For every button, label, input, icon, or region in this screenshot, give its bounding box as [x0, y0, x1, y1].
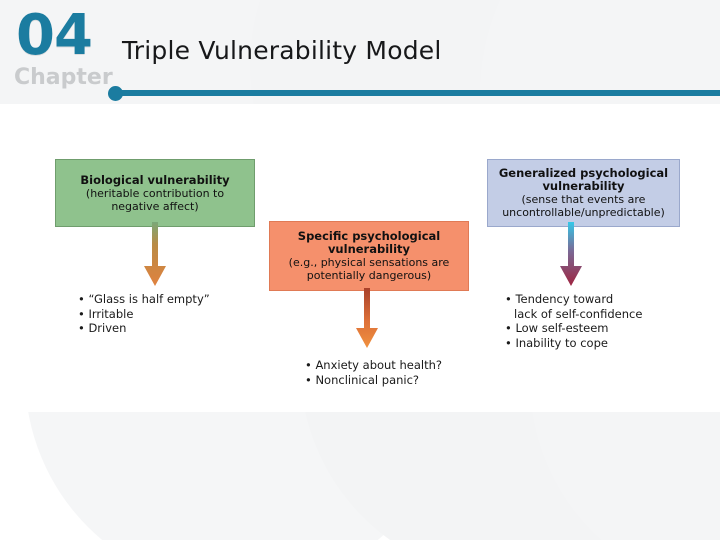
box-specific-title1: Specific psychological: [297, 229, 441, 243]
box-biological-sub1: (heritable contribution to: [85, 186, 225, 200]
box-specific-psychological-vulnerability: Specific psychological vulnerability (e.…: [269, 221, 469, 291]
list-item: • Anxiety about health?: [305, 358, 442, 372]
list-item: • Low self-esteem: [505, 321, 609, 335]
arrow-biological-down-icon: [144, 222, 166, 286]
box-generalized-title1: Generalized psychological: [498, 166, 669, 180]
list-item: • Inability to cope: [505, 335, 608, 350]
header-rule-dot: [108, 86, 123, 101]
chapter-badge: 04 Chapter: [10, 3, 113, 100]
box-generalized-title2: vulnerability: [542, 179, 625, 193]
bullets-biological-outcomes: • “Glass is half empty” • Irritable • Dr…: [78, 292, 210, 336]
page-title: Triple Vulnerability Model: [122, 36, 442, 65]
box-biological-sub2: negative affect): [111, 199, 199, 213]
header-rule-line: [118, 90, 720, 96]
bullets-generalized-outcomes: • Tendency toward lack of self-confidenc…: [505, 292, 642, 350]
box-biological-vulnerability: Biological vulnerability (heritable cont…: [55, 159, 255, 227]
arrow-generalized-down-icon: [560, 222, 582, 286]
box-generalized-sub1: (sense that events are: [521, 193, 646, 206]
chapter-number: 04: [16, 3, 93, 68]
list-item: • Irritable: [78, 306, 134, 321]
box-specific-sub2: potentially dangerous): [306, 269, 432, 282]
box-specific-title2: vulnerability: [327, 242, 411, 256]
box-biological-title: Biological vulnerability: [80, 172, 230, 187]
chapter-label: Chapter: [14, 65, 113, 90]
list-item-continuation: lack of self-confidence: [514, 306, 643, 321]
list-item: • Tendency toward: [505, 292, 614, 306]
list-item: • “Glass is half empty”: [78, 292, 210, 306]
box-specific-sub1: (e.g., physical sensations are: [288, 256, 450, 269]
box-generalized-sub2: uncontrollable/unpredictable): [502, 206, 665, 219]
bullets-specific-outcomes: • Anxiety about health? • Nonclinical pa…: [305, 358, 442, 387]
list-item: • Driven: [78, 321, 127, 335]
triple-vulnerability-diagram: Biological vulnerability (heritable cont…: [0, 150, 720, 412]
box-generalized-psychological-vulnerability: Generalized psychological vulnerability …: [487, 159, 680, 227]
list-item: • Nonclinical panic?: [305, 372, 420, 387]
arrow-specific-down-icon: [356, 288, 378, 348]
